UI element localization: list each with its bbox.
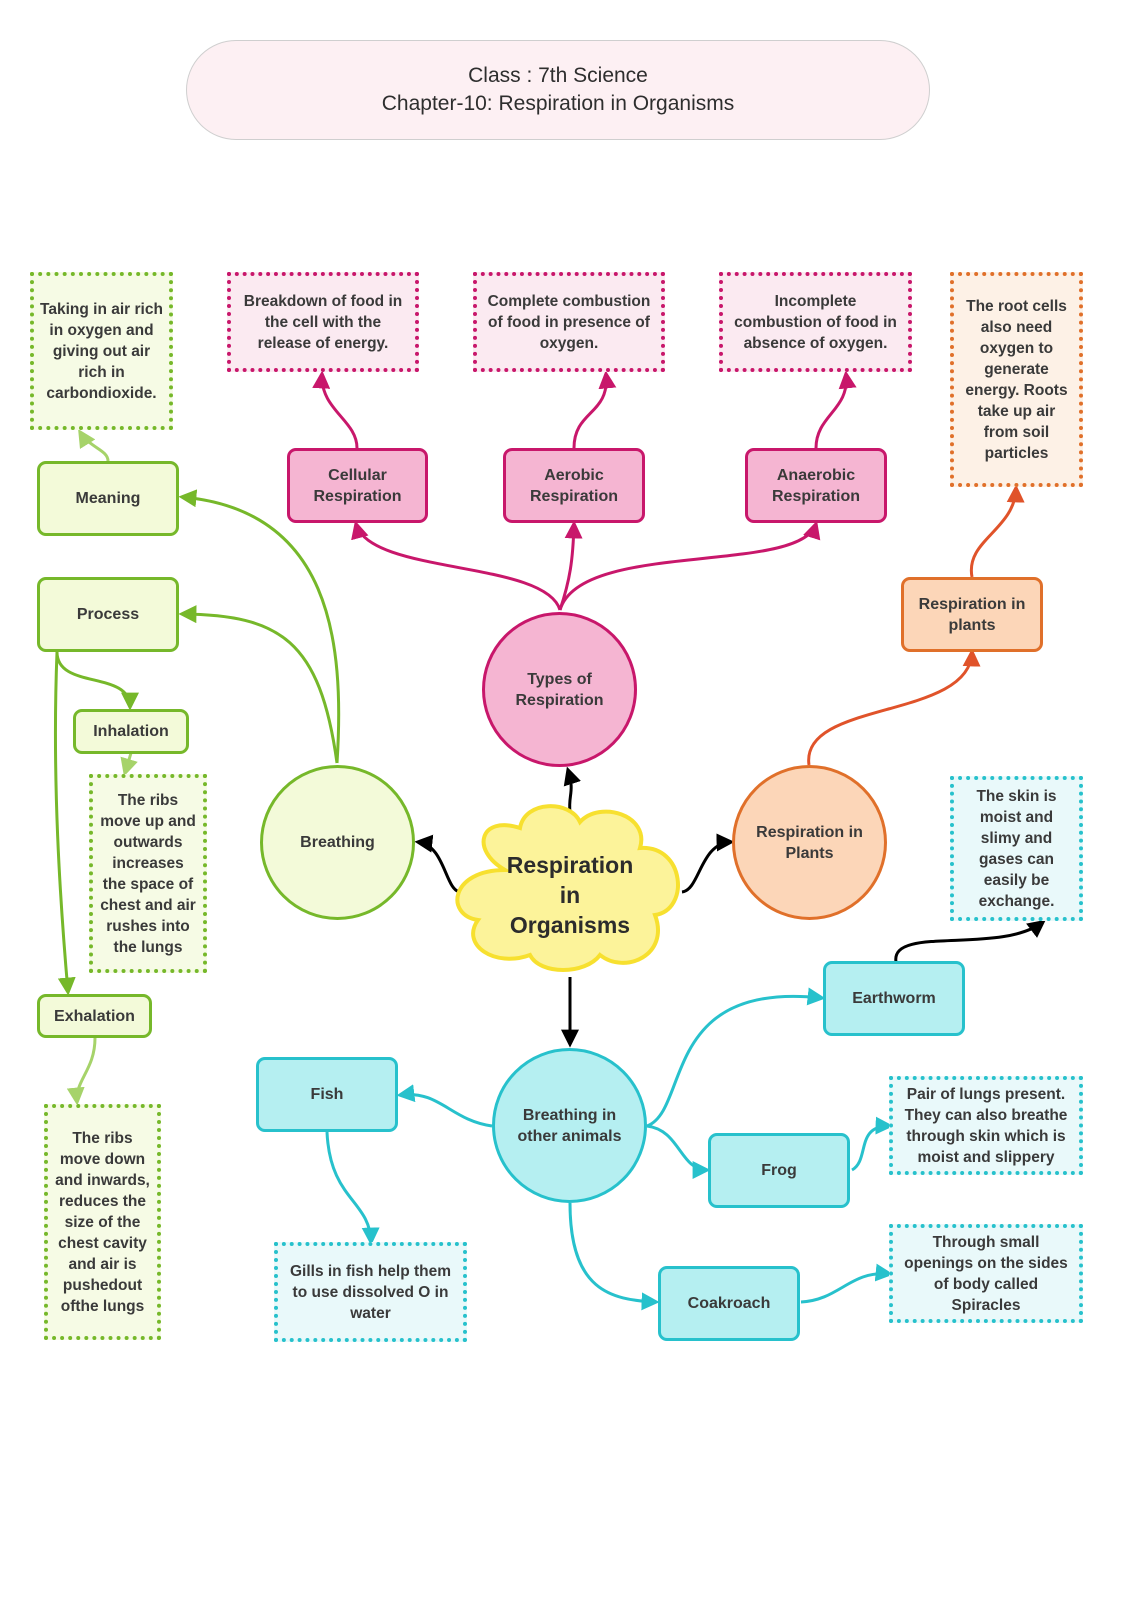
center-line-3: Organisms: [509, 912, 631, 938]
aerobic-note: Complete combustion of food in presence …: [473, 272, 665, 372]
center-line-2: in: [559, 882, 581, 908]
center-cloud-shape: [455, 804, 680, 972]
plants-node[interactable]: Respiration in Plants: [732, 765, 887, 920]
earthworm-note: The skin is moist and slimy and gases ca…: [950, 776, 1083, 921]
cockroach-box[interactable]: Coakroach: [658, 1266, 800, 1341]
plants-note: The root cells also need oxygen to gener…: [950, 272, 1083, 487]
types-node[interactable]: Types of Respiration: [482, 612, 637, 767]
fish-box[interactable]: Fish: [256, 1057, 398, 1132]
aerobic-box[interactable]: Aerobic Respiration: [503, 448, 645, 523]
header-chapter-line: Chapter-10: Respiration in Organisms: [381, 92, 735, 115]
meaning-note: Taking in air rich in oxygen and giving …: [30, 272, 173, 430]
cockroach-note: Through small openings on the sides of b…: [889, 1224, 1083, 1323]
anaerobic-box[interactable]: Anaerobic Respiration: [745, 448, 887, 523]
anaerobic-note: Incomplete combustion of food in absence…: [719, 272, 912, 372]
fish-note: Gills in fish help them to use dissolved…: [274, 1242, 467, 1342]
frog-box[interactable]: Frog: [708, 1133, 850, 1208]
center-topic: Respiration in Organisms: [475, 840, 665, 950]
cellular-note: Breakdown of food in the cell with the r…: [227, 272, 419, 372]
animals-node[interactable]: Breathing in other animals: [492, 1048, 647, 1203]
frog-note: Pair of lungs present. They can also bre…: [889, 1076, 1083, 1175]
exhalation-note: The ribs move down and inwards, reduces …: [44, 1104, 161, 1340]
process-box[interactable]: Process: [37, 577, 179, 652]
header-pill: Class : 7th Science Chapter-10: Respirat…: [186, 40, 930, 140]
center-line-1: Respiration: [506, 852, 634, 878]
breathing-node[interactable]: Breathing: [260, 765, 415, 920]
inhalation-box[interactable]: Inhalation: [73, 709, 189, 754]
header-class-line: Class : 7th Science: [468, 64, 648, 87]
exhalation-box[interactable]: Exhalation: [37, 994, 152, 1038]
meaning-box[interactable]: Meaning: [37, 461, 179, 536]
inhalation-note: The ribs move up and outwards increases …: [89, 774, 207, 973]
earthworm-box[interactable]: Earthworm: [823, 961, 965, 1036]
cellular-box[interactable]: Cellular Respiration: [287, 448, 428, 523]
plants-box[interactable]: Respiration in plants: [901, 577, 1043, 652]
